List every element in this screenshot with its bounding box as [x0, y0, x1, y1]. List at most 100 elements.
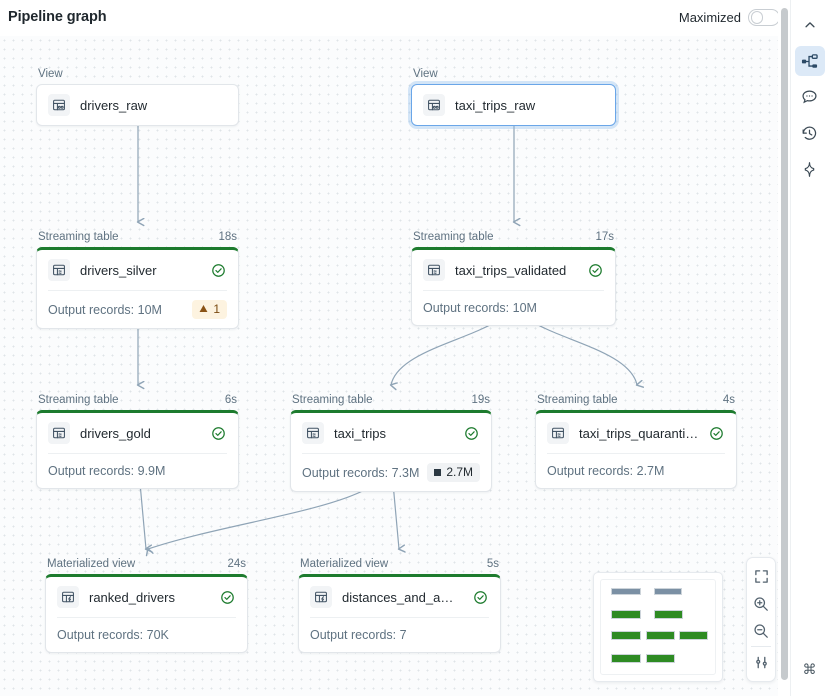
streaming-table-icon — [48, 259, 70, 281]
minimap-node-view — [654, 588, 682, 595]
node-body: Output records: 10M — [412, 291, 615, 325]
metric-badge[interactable]: 2.7M — [427, 463, 480, 482]
zoom-in-icon[interactable] — [747, 590, 775, 617]
collapse-chevron-up-icon[interactable] — [795, 10, 825, 40]
streaming-table-icon — [547, 422, 569, 444]
node-duration: 5s — [486, 558, 499, 570]
node-type-label: Streaming table — [537, 394, 618, 406]
node-divider — [57, 617, 236, 618]
minimap-node-table — [679, 631, 708, 640]
success-check-icon — [473, 590, 489, 605]
node-type-label: Streaming table — [38, 394, 119, 406]
streaming-table-icon — [302, 422, 324, 444]
node-body: Output records: 70K — [46, 618, 247, 652]
graph-node-drivers_raw[interactable]: View drivers_raw — [36, 68, 239, 126]
node-type-label: Materialized view — [47, 558, 136, 570]
node-card[interactable]: distances_and_amounts_b... Output records… — [298, 574, 501, 653]
command-key-glyph: ⌘ — [802, 661, 817, 677]
node-divider — [48, 290, 227, 291]
minimap-node-table — [646, 654, 675, 663]
fit-view-icon[interactable] — [747, 563, 775, 590]
zoom-controls — [746, 557, 776, 682]
node-title: distances_and_amounts_b... — [342, 589, 463, 605]
node-duration: 4s — [722, 394, 735, 406]
panel-header: Pipeline graph Maximized — [0, 0, 790, 36]
graph-minimap[interactable] — [593, 572, 723, 682]
minimap-node-table — [611, 610, 641, 619]
node-type-label: View — [38, 68, 63, 80]
warning-badge[interactable]: 1 — [192, 300, 227, 319]
maximized-label: Maximized — [678, 10, 741, 25]
history-clock-icon[interactable] — [795, 118, 825, 148]
controls-divider — [751, 646, 771, 647]
node-header: drivers_silver — [37, 250, 238, 290]
node-header: ranked_drivers — [46, 577, 247, 617]
node-meta: Streaming table 17s — [411, 231, 616, 247]
success-check-icon — [220, 590, 236, 605]
materialized-view-icon — [310, 586, 332, 608]
badge-value: 1 — [213, 302, 220, 316]
node-header: distances_and_amounts_b... — [299, 577, 500, 617]
node-duration: 6s — [224, 394, 237, 406]
success-check-icon — [588, 263, 604, 278]
node-meta: Streaming table 6s — [36, 394, 239, 410]
node-title: taxi_trips_quarantine — [579, 425, 699, 441]
node-header: taxi_trips_raw — [412, 85, 615, 125]
minimap-node-table — [654, 610, 683, 619]
node-title: drivers_raw — [80, 97, 148, 113]
node-header: taxi_trips_validated — [412, 250, 615, 290]
node-title: drivers_gold — [80, 425, 151, 441]
node-card[interactable]: drivers_raw — [36, 84, 239, 126]
node-body: Output records: 7 — [299, 618, 500, 652]
scrollbar-thumb[interactable] — [780, 8, 788, 680]
node-title: taxi_trips_raw — [455, 97, 536, 113]
node-duration: 17s — [595, 231, 614, 243]
node-output-records: Output records: 10M — [423, 301, 537, 315]
node-output-records: Output records: 2.7M — [547, 464, 665, 478]
node-header: taxi_trips_quarantine — [536, 413, 736, 453]
view-table-icon — [423, 94, 445, 116]
node-card[interactable]: taxi_trips_raw — [411, 84, 616, 126]
header-actions: Maximized — [679, 9, 780, 26]
node-body: Output records: 10M 1 — [37, 291, 238, 328]
node-title: ranked_drivers — [89, 589, 175, 605]
success-check-icon — [709, 426, 725, 441]
node-header: drivers_gold — [37, 413, 238, 453]
graph-settings-icon[interactable] — [747, 649, 775, 676]
graph-node-distances_and_amounts[interactable]: Materialized view5sdistances_and_amounts… — [298, 558, 501, 653]
sparkle-assistant-icon[interactable] — [795, 154, 825, 184]
node-divider — [423, 290, 604, 291]
node-duration: 24s — [227, 558, 246, 570]
node-output-records: Output records: 70K — [57, 628, 169, 642]
vertical-scrollbar[interactable] — [778, 0, 790, 696]
zoom-out-icon[interactable] — [747, 617, 775, 644]
node-header: taxi_trips — [291, 413, 491, 453]
maximized-toggle[interactable] — [748, 9, 780, 26]
node-type-label: Streaming table — [413, 231, 494, 243]
pipeline-graph-icon[interactable] — [794, 46, 825, 76]
minimap-node-table — [646, 631, 675, 640]
node-output-records: Output records: 9.9M — [48, 464, 166, 478]
minimap-viewport — [600, 579, 716, 675]
chat-bubble-icon[interactable] — [795, 82, 825, 112]
node-output-records: Output records: 7 — [310, 628, 407, 642]
materialized-view-icon — [57, 586, 79, 608]
node-output-records: Output records: 10M — [48, 302, 162, 317]
